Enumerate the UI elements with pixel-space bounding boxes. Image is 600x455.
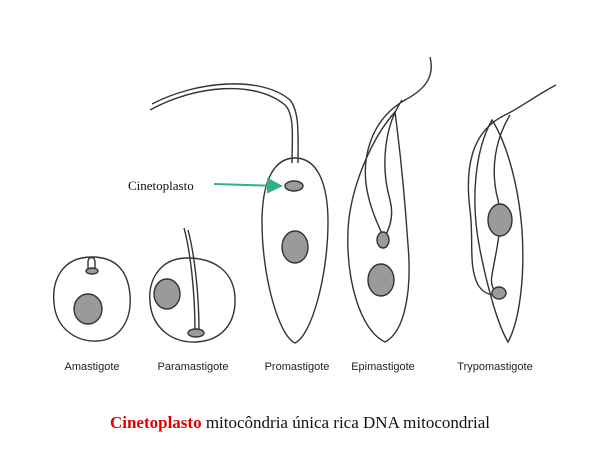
paramastigote-flagellum <box>183 227 196 332</box>
amastigote-nucleus <box>73 293 103 325</box>
amastigote-flagellar-pocket <box>87 256 96 272</box>
trypomastigote-flagellum <box>467 84 557 295</box>
caption: Cinetoplasto mitocôndria única rica DNA … <box>0 413 600 433</box>
caption-term: Cinetoplasto <box>109 413 202 432</box>
stage-label-amastigote: Amastigote <box>64 361 119 373</box>
promastigote-nucleus <box>281 230 309 264</box>
trypomastigote-cell <box>467 84 557 344</box>
stage-label-promastigote: Promastigote <box>265 361 330 373</box>
stage-label-paramastigote: Paramastigote <box>158 361 229 373</box>
kinetoplast-pointer-label: Cinetoplasto <box>128 178 194 193</box>
promastigote-kinetoplast <box>284 180 304 192</box>
paramastigote-cell <box>149 227 236 343</box>
paramastigote-kinetoplast <box>187 328 205 338</box>
stage-label-trypomastigote: Trypomastigote <box>457 361 532 373</box>
trypomastigote-kinetoplast <box>491 286 507 300</box>
trypomastigote-nucleus <box>487 203 513 237</box>
paramastigote-nucleus <box>153 278 181 310</box>
kinetoplast-pointer-arrow <box>213 177 283 194</box>
promastigote-cell <box>149 83 329 344</box>
stage-label-epimastigote: Epimastigote <box>351 361 415 373</box>
epimastigote-kinetoplast <box>376 231 390 249</box>
amastigote-cell <box>53 256 131 342</box>
caption-definition: mitocôndria única rica DNA mitocondrial <box>205 413 491 432</box>
epimastigote-nucleus <box>367 263 395 297</box>
epimastigote-flagellum <box>364 56 432 239</box>
epimastigote-cell <box>347 56 432 343</box>
promastigote-flagellum <box>149 87 294 164</box>
amastigote-kinetoplast <box>85 267 99 275</box>
